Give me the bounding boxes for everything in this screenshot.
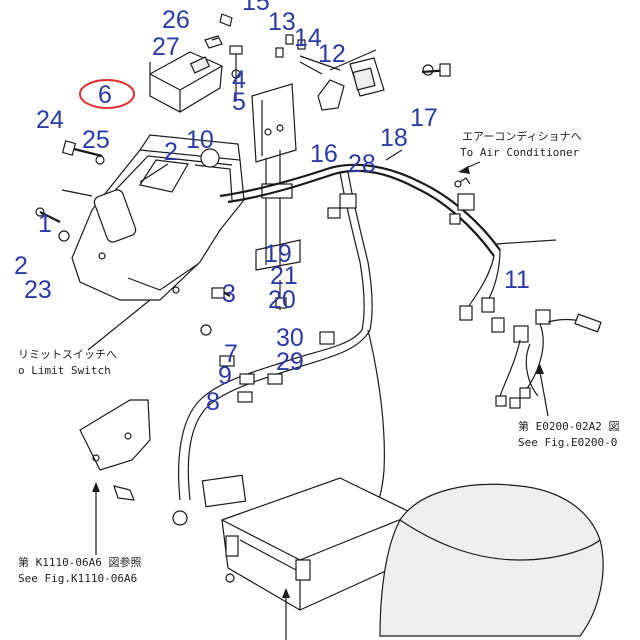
highlight-ellipse — [79, 79, 135, 109]
callout-5: 5 — [232, 88, 246, 116]
reference-notes: エアーコンディショナへ To Air Conditioner リミットスイッチへ… — [18, 129, 619, 585]
callout-26: 26 — [162, 6, 190, 34]
note-limit-en: o Limit Switch — [18, 364, 111, 377]
line-art — [35, 13, 604, 640]
wire-harness — [219, 163, 501, 251]
note-limit-jp: リミットスイッチへ — [18, 348, 117, 361]
callout-13: 13 — [268, 8, 296, 36]
callout-8: 8 — [206, 388, 220, 416]
note-fig-e0200-jp: 第 E0200-02A2 図 — [518, 419, 619, 433]
callout-27: 27 — [152, 33, 180, 61]
callout-1: 1 — [38, 210, 52, 238]
callout-11: 11 — [504, 266, 530, 294]
console-housing — [71, 149, 245, 301]
callout-6: 6 — [98, 81, 112, 109]
note-aircon-en: To Air Conditioner — [460, 146, 580, 159]
callout-25: 25 — [82, 126, 110, 154]
seat-shape — [379, 483, 604, 637]
callout-9: 9 — [218, 362, 232, 390]
note-fig-k1110-en: See Fig.K1110-06A6 — [18, 572, 137, 585]
note-fig-k1110-jp: 第 K1110-06A6 図参照 — [18, 555, 141, 569]
callout-23: 23 — [24, 276, 52, 304]
note-fig-e0200-en: See Fig.E0200-0 — [518, 436, 617, 449]
switch-bracket — [79, 399, 151, 471]
callout-19: 19 — [264, 240, 292, 268]
callout-18: 18 — [380, 124, 408, 152]
callout-15: 15 — [242, 0, 270, 16]
callout-17: 17 — [410, 104, 438, 132]
callout-29: 29 — [276, 348, 304, 376]
callout-2a: 2 — [164, 138, 178, 166]
callout-30: 30 — [276, 324, 304, 352]
control-unit — [201, 474, 247, 508]
component-27-box — [149, 51, 223, 113]
callout-14: 14 — [294, 24, 322, 52]
callout-10: 10 — [186, 126, 214, 154]
callout-7: 7 — [224, 340, 238, 368]
note-aircon-jp: エアーコンディショナへ — [462, 129, 582, 143]
callout-4: 4 — [232, 66, 246, 94]
callout-numbers: 26 15 13 14 27 12 4 6 5 17 24 25 2 10 18… — [14, 0, 530, 416]
gauge-10 — [200, 148, 220, 168]
callout-20: 20 — [268, 286, 296, 314]
callout-12: 12 — [318, 40, 346, 68]
callout-16: 16 — [310, 140, 338, 168]
callout-21: 21 — [270, 262, 298, 290]
bracket-5 — [251, 83, 297, 163]
callout-24: 24 — [36, 106, 64, 134]
callout-2b: 2 — [14, 252, 28, 280]
callout-3: 3 — [222, 280, 236, 308]
callout-28: 28 — [348, 150, 376, 178]
